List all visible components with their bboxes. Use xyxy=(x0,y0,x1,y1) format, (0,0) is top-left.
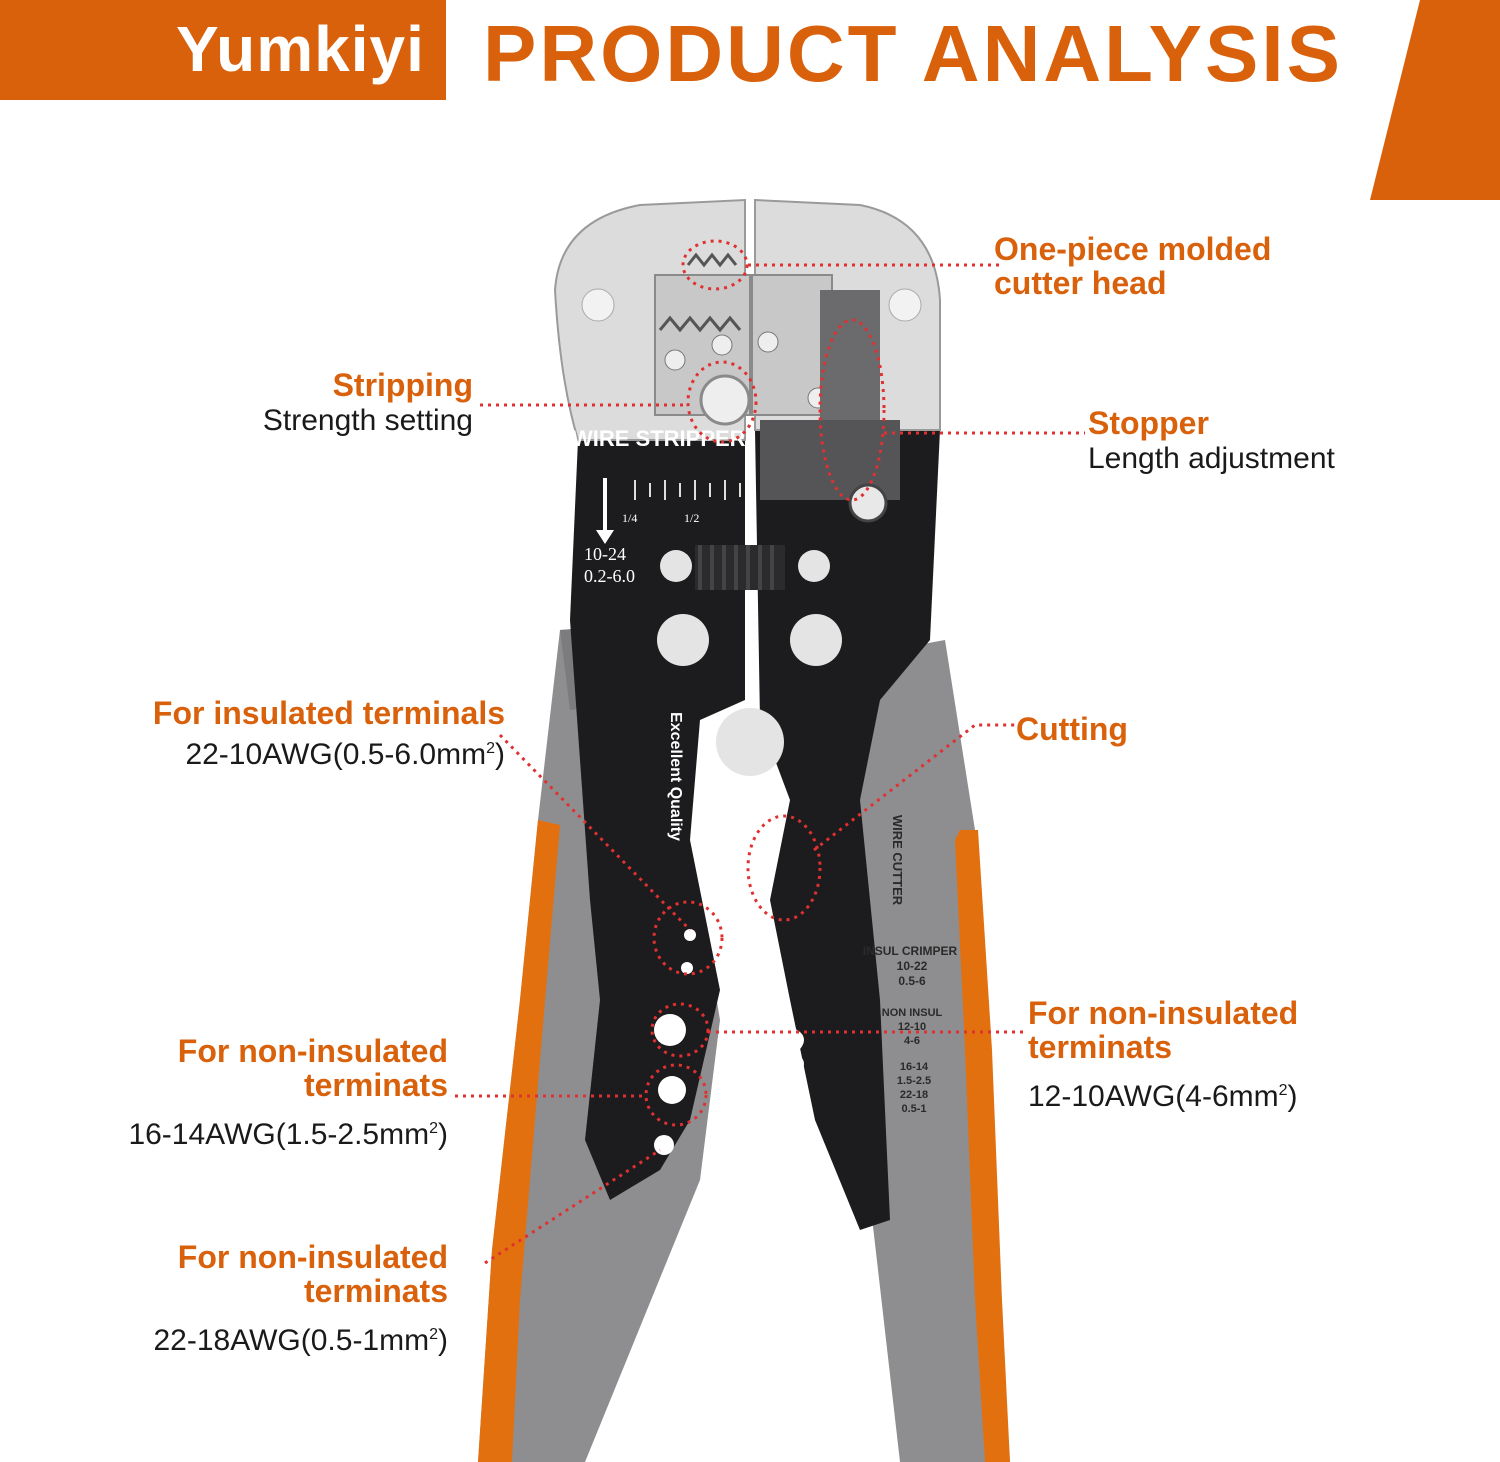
tool-text-ni-4: 1.5-2.5 xyxy=(897,1075,931,1087)
callout-stopper-sub: Length adjustment xyxy=(1088,442,1335,475)
handle-printing: WIRE CUTTER INSUL CRIMPER 10-22 0.5-6 NO… xyxy=(863,815,958,1115)
callout-cutting: Cutting xyxy=(1016,712,1128,746)
callout-non-ins-right-title-2: terminats xyxy=(1028,1029,1173,1065)
corner-stripe xyxy=(1370,0,1500,200)
spring-rivets xyxy=(657,545,842,776)
callout-non-ins-right-title-1: For non-insulated xyxy=(1028,995,1299,1031)
tool-text-ni-5: 22-18 xyxy=(900,1089,928,1101)
tool-text-non-insul: NON INSUL xyxy=(882,1007,943,1019)
right-handle xyxy=(840,640,1010,1462)
page-title: PRODUCT ANALYSIS xyxy=(483,9,1343,98)
callout-non-ins-left2-sub: 22-18AWG(0.5-1mm2) xyxy=(153,1324,448,1357)
brand-name: Yumkiyi xyxy=(176,13,425,85)
length-scale xyxy=(596,478,741,544)
tool-text-ni-2: 4-6 xyxy=(904,1035,920,1047)
callout-insulated-sub: 22-10AWG(0.5-6.0mm2) xyxy=(185,738,505,771)
callout-cutter-head-title-2: cutter head xyxy=(994,265,1167,301)
tool-text-wire-cutter: WIRE CUTTER xyxy=(890,815,905,906)
callout-non-insulated-left-1: For non-insulated terminats 16-14AWG(1.5… xyxy=(128,1034,448,1154)
callout-non-ins-right-sub: 12-10AWG(4-6mm2) xyxy=(1028,1080,1298,1113)
tool-text-insul-crimper: INSUL CRIMPER xyxy=(863,944,958,958)
callout-non-insulated-left-2: For non-insulated terminats 22-18AWG(0.5… xyxy=(153,1240,448,1360)
tool-text-insul-awg: 10-22 xyxy=(897,959,928,973)
tool-text-range-awg: 10-24 xyxy=(584,544,626,564)
tool-text-scale-half: 1/2 xyxy=(684,511,699,525)
callout-insulated-terminals: For insulated terminals 22-10AWG(0.5-6.0… xyxy=(153,696,505,774)
tool-text-range-mm: 0.2-6.0 xyxy=(584,566,635,586)
callout-non-ins-left2-title-1: For non-insulated xyxy=(177,1239,448,1275)
callout-non-ins-left1-sub: 16-14AWG(1.5-2.5mm2) xyxy=(128,1118,448,1151)
callout-non-ins-left1-title-2: terminats xyxy=(303,1067,448,1103)
tool-text-ni-6: 0.5-1 xyxy=(901,1103,926,1115)
callout-stopper-title: Stopper xyxy=(1088,405,1209,441)
tool-text-excellent-quality: Excellent Quality xyxy=(667,712,684,841)
callout-cutter-head-title-1: One-piece molded xyxy=(994,231,1272,267)
callout-non-ins-left2-title-2: terminats xyxy=(303,1273,448,1309)
callout-stripping: Stripping Strength setting xyxy=(263,368,473,440)
cutter-head xyxy=(553,198,941,523)
callout-cutter-head: One-piece molded cutter head xyxy=(994,232,1271,300)
callout-leaders xyxy=(455,239,1085,1265)
callout-non-insulated-right: For non-insulated terminats 12-10AWG(4-6… xyxy=(1028,996,1298,1116)
callout-cutting-title: Cutting xyxy=(1016,711,1128,747)
tool-text-ni-3: 16-14 xyxy=(900,1061,929,1073)
tool-text-scale-quarter: 1/4 xyxy=(622,511,637,525)
tool-printing: WIRE STRIPPER 10-24 0.2-6.0 1/4 1/2 Exce… xyxy=(572,426,746,841)
callout-insulated-title: For insulated terminals xyxy=(152,695,505,731)
tool-text-insul-mm: 0.5-6 xyxy=(898,974,926,988)
tool-text-wire-stripper: WIRE STRIPPER xyxy=(572,426,746,451)
callout-non-ins-left1-title-1: For non-insulated xyxy=(177,1033,448,1069)
callout-stripping-sub: Strength setting xyxy=(262,404,473,437)
brand-banner xyxy=(0,0,446,100)
callout-stripping-title: Stripping xyxy=(332,367,473,403)
tool-text-ni-1: 12-10 xyxy=(898,1021,926,1033)
callout-stopper: Stopper Length adjustment xyxy=(1088,406,1335,478)
